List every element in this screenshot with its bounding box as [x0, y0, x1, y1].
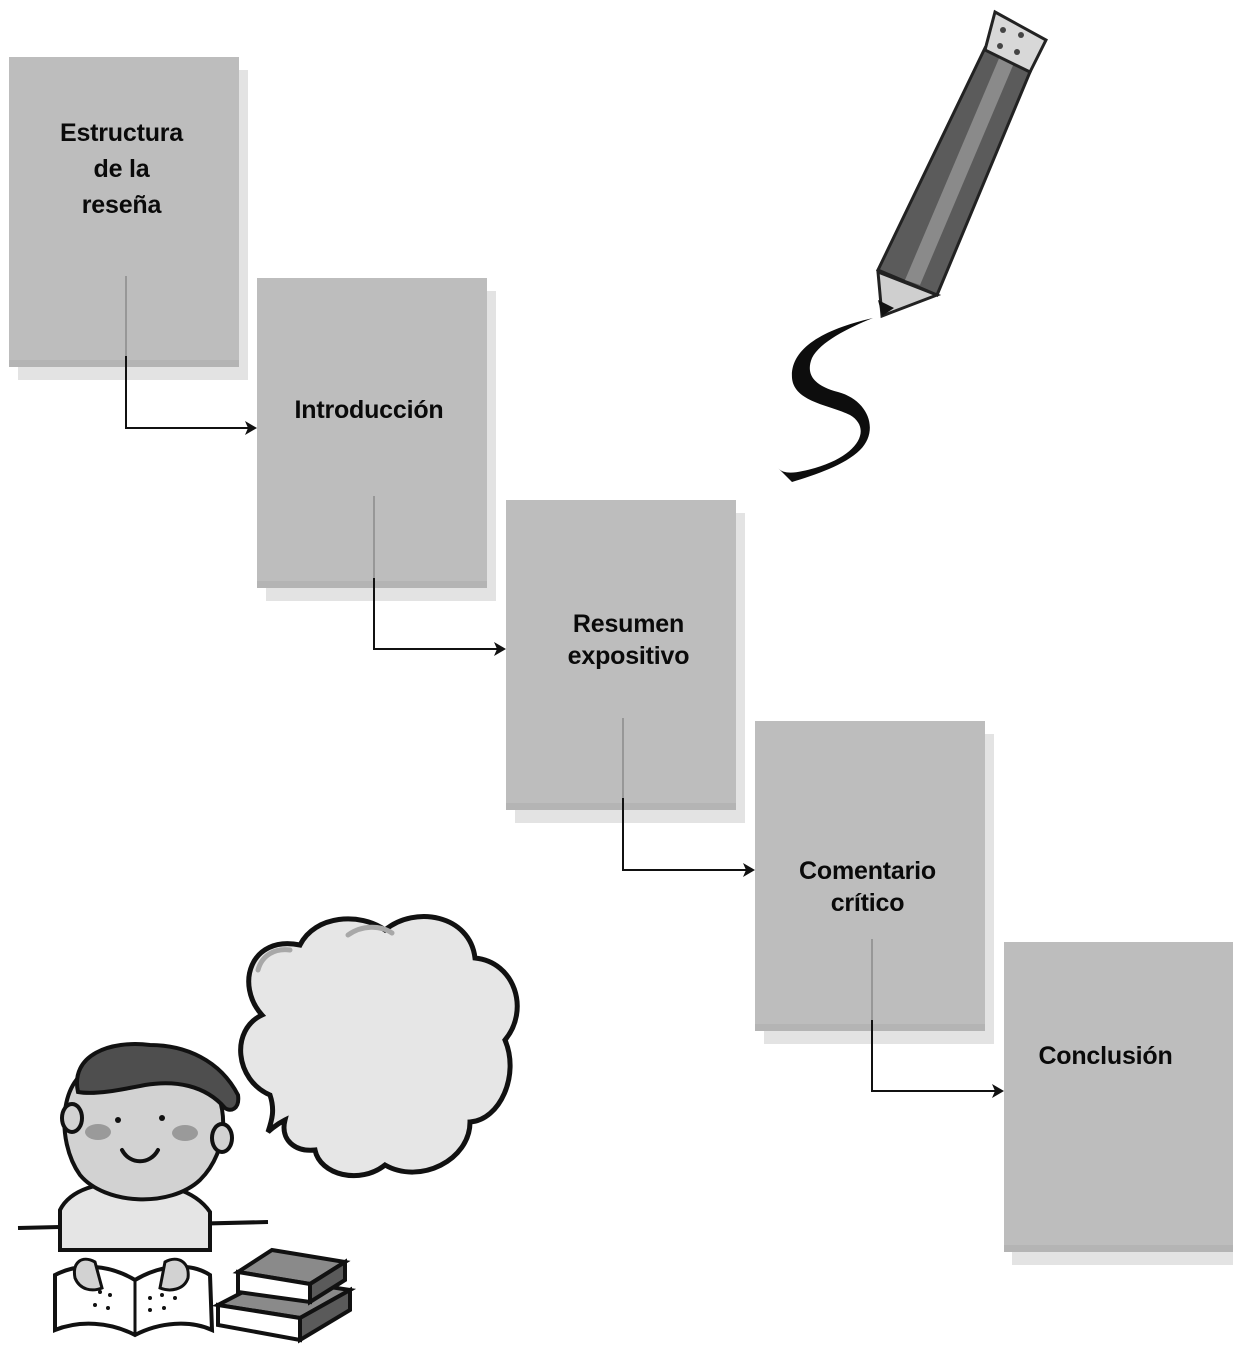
- step-box-comentario: Comentario crítico: [755, 721, 985, 1031]
- connector-arrow: [871, 1020, 1004, 1098]
- connector-arrow: [622, 798, 755, 877]
- book-stack-icon: [211, 1247, 357, 1344]
- step-box-introduccion: Introducción: [257, 278, 487, 588]
- connector-arrow: [125, 356, 257, 435]
- step-label-conclusion: Conclusión: [1038, 1042, 1173, 1070]
- step-label-estructura: Estructura de la reseña: [59, 119, 184, 219]
- step-label-introduccion: Introducción: [294, 396, 444, 424]
- step-label-resumen: Resumen expositivo: [567, 610, 690, 670]
- pencil-icon: [778, 9, 1048, 482]
- step-box-conclusion: Conclusión: [1004, 942, 1233, 1252]
- step-label-comentario: Comentario crítico: [799, 857, 936, 917]
- student-reading-icon: [17, 1042, 269, 1338]
- step-box-resumen: Resumen expositivo: [506, 500, 736, 810]
- step-box-estructura: Estructura de la reseña: [9, 57, 239, 367]
- connector-arrow: [373, 578, 506, 656]
- thought-bubble-icon: [238, 914, 520, 1179]
